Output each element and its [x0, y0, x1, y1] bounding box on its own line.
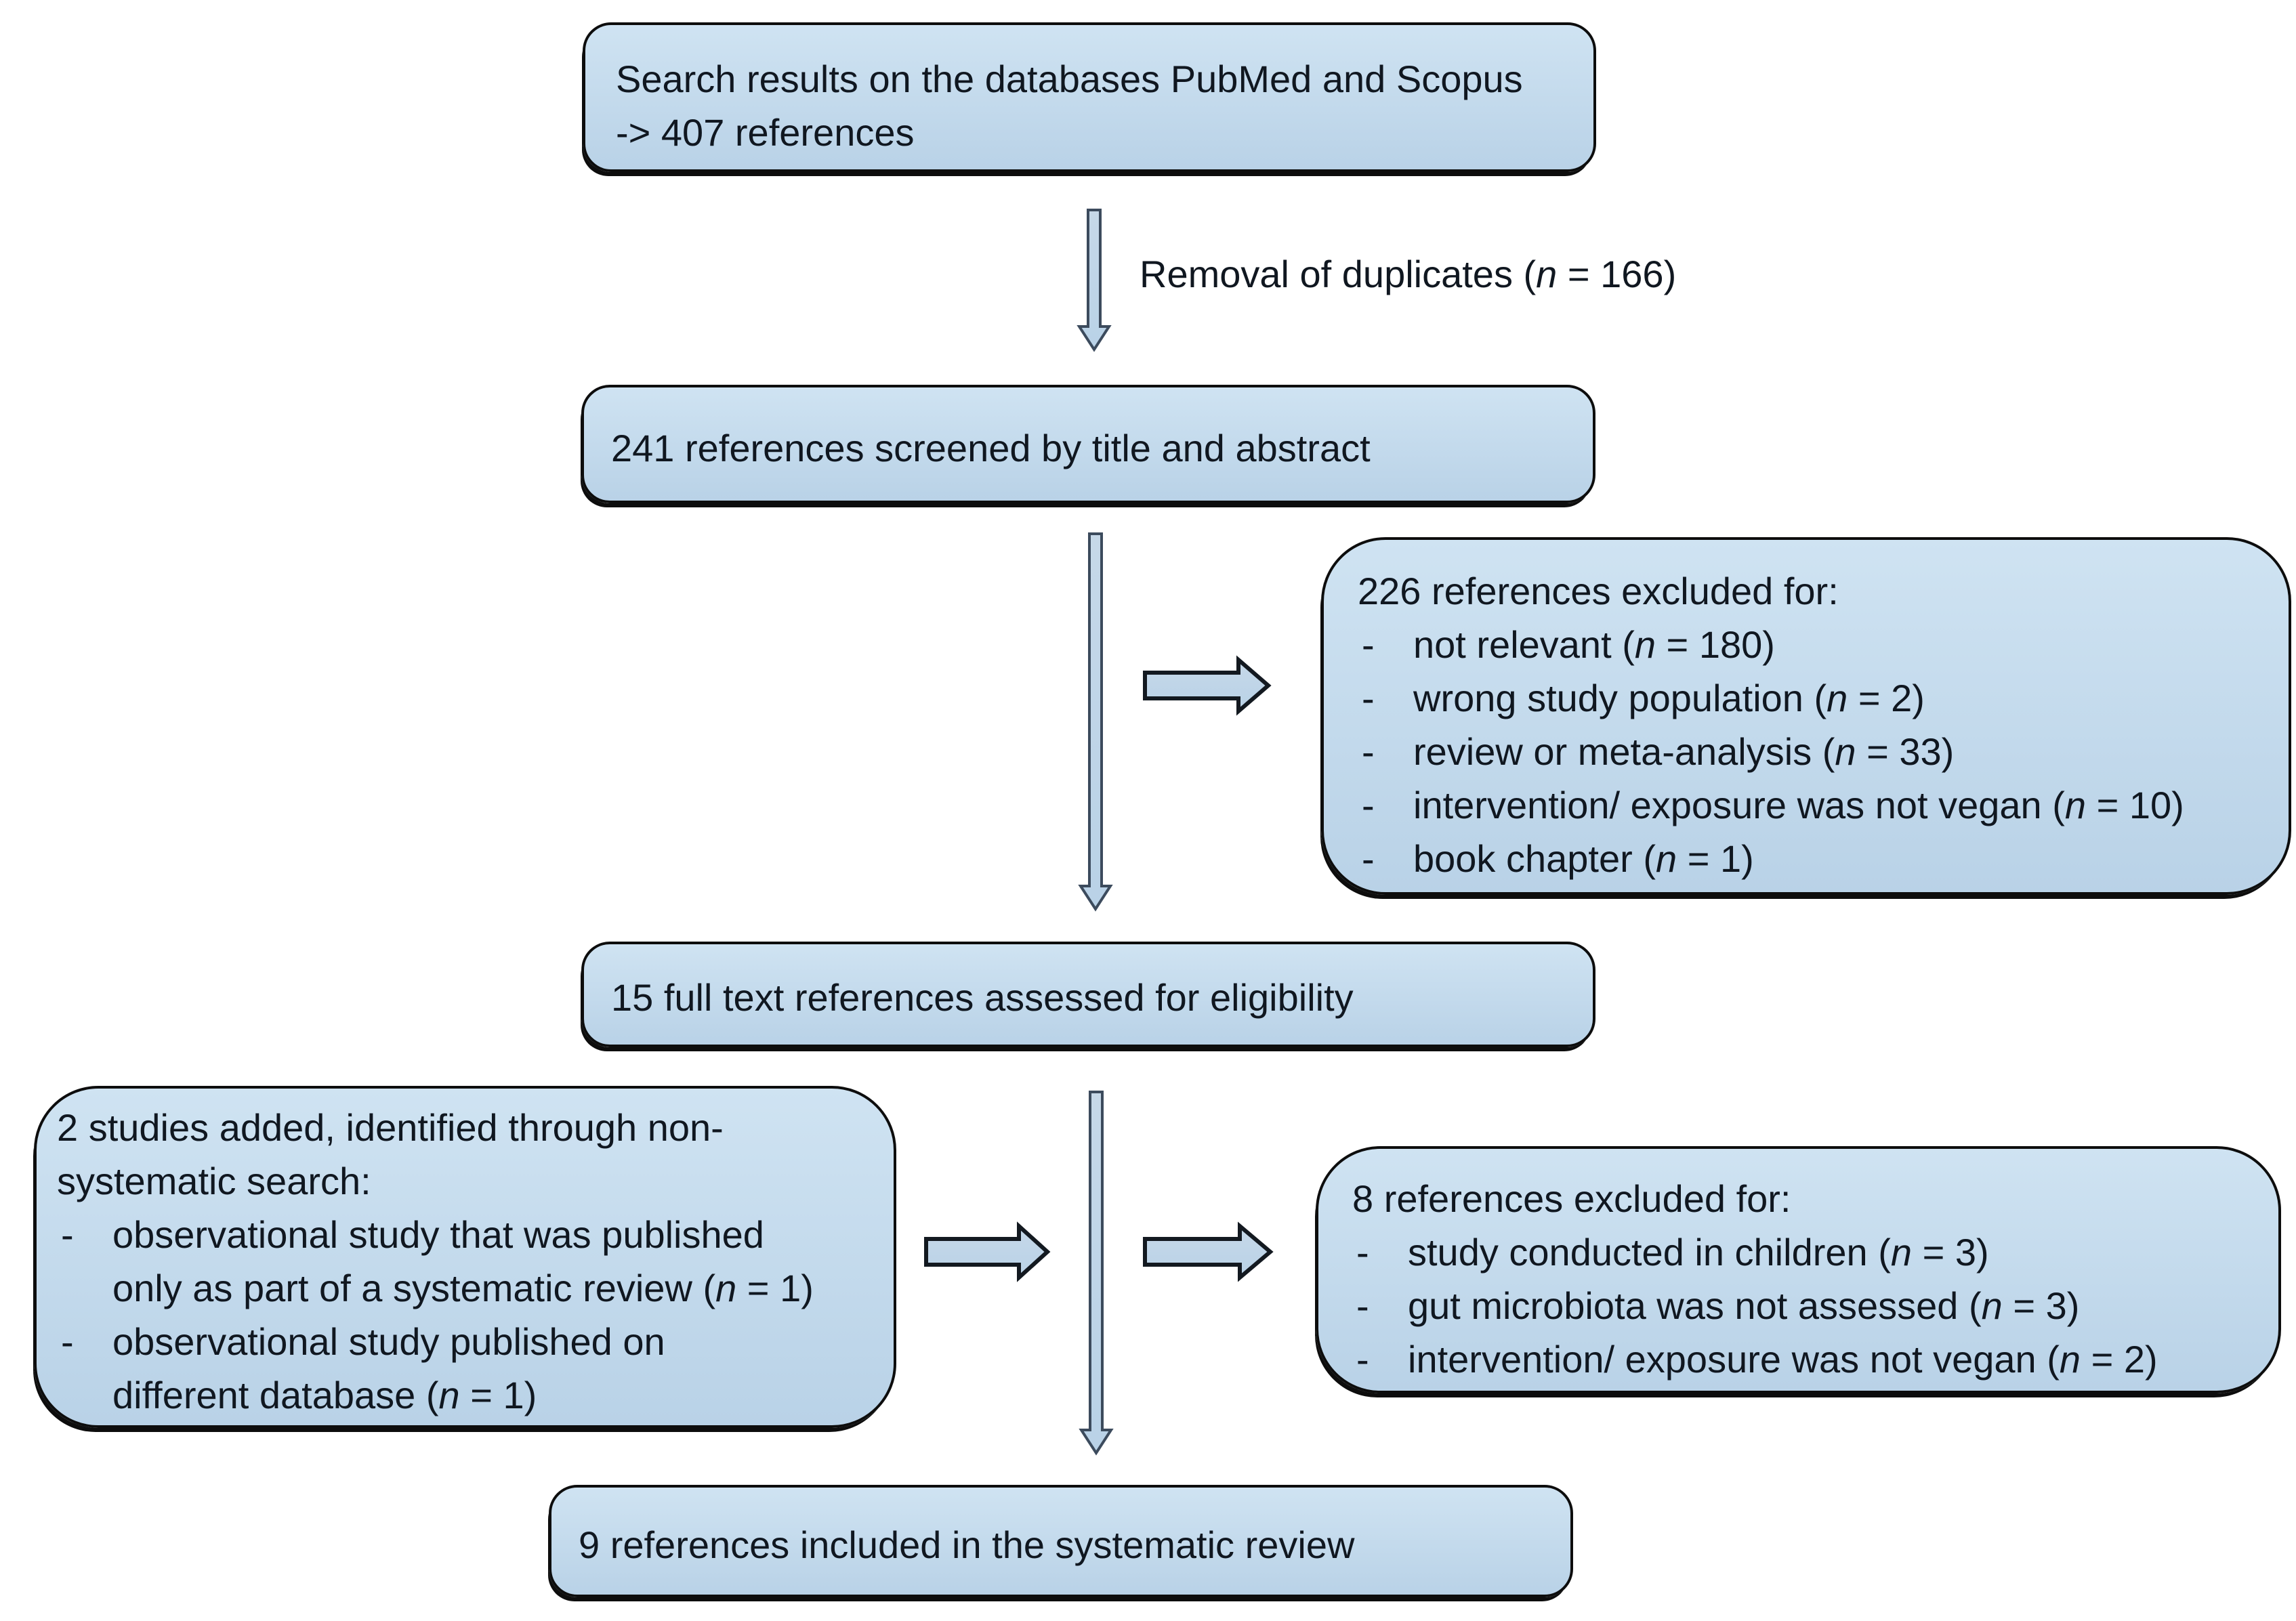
- down-arrow-inclusion: [1079, 1091, 1114, 1456]
- box-added-nonsystematic: 2 studies added, identified through non-…: [34, 1086, 896, 1428]
- added-item: observational study that was published o…: [112, 1208, 875, 1315]
- excluded-2-item: intervention/ exposure was not vegan (n …: [1408, 1338, 2158, 1381]
- added-header-line: systematic search:: [57, 1160, 371, 1202]
- excluded-1-item: not relevant (n = 180): [1413, 623, 1775, 666]
- excluded-1-item: book chapter (n = 1): [1413, 837, 1754, 880]
- excluded-2-item: gut microbiota was not assessed (n = 3): [1408, 1284, 2080, 1327]
- excluded-1-item: intervention/ exposure was not vegan (n …: [1413, 784, 2184, 826]
- excluded-2-header: 8 references excluded for:: [1352, 1177, 1791, 1220]
- excluded-2-item: study conducted in children (n = 3): [1408, 1231, 1989, 1273]
- search-results-line: Search results on the databases PubMed a…: [616, 58, 1523, 100]
- added-item: observational study published on differe…: [112, 1315, 875, 1422]
- excluded-1-item: review or meta-analysis (n = 33): [1413, 730, 1955, 773]
- down-arrow-screening: [1078, 532, 1113, 912]
- excluded-1-item: wrong study population (n = 2): [1413, 677, 1925, 719]
- fulltext-text: 15 full text references assessed for eli…: [611, 975, 1354, 1019]
- box-screened: 241 references screened by title and abs…: [581, 385, 1595, 503]
- bullet-item: - observational study that was published…: [57, 1208, 875, 1315]
- search-results-count: -> 407 references: [616, 111, 915, 154]
- bullet-dash: -: [1362, 837, 1375, 880]
- right-arrow-added: [924, 1221, 1051, 1282]
- box-fulltext-eligibility: 15 full text references assessed for eli…: [581, 942, 1595, 1047]
- bullet-item: - gut microbiota was not assessed (n = 3…: [1352, 1279, 2258, 1332]
- bullet-dash: -: [1362, 730, 1375, 773]
- bullet-dash: -: [1362, 677, 1375, 719]
- bullet-item: - not relevant (n = 180): [1358, 618, 2268, 671]
- bullet-dash: -: [1356, 1338, 1369, 1381]
- box-excluded-fulltext: 8 references excluded for: - study condu…: [1316, 1146, 2281, 1393]
- bullet-item: - intervention/ exposure was not vegan (…: [1358, 778, 2268, 832]
- bullet-dash: -: [61, 1213, 74, 1256]
- bullet-item: - book chapter (n = 1): [1358, 832, 2268, 885]
- down-arrow-duplicates: [1077, 209, 1112, 352]
- right-arrow-exclusion-2: [1143, 1221, 1274, 1282]
- bullet-dash: -: [1362, 784, 1375, 826]
- added-item-line: only as part of a systematic review (n =…: [112, 1267, 814, 1309]
- bullet-dash: -: [1356, 1231, 1369, 1273]
- box-included: 9 references included in the systematic …: [549, 1485, 1573, 1597]
- added-item-line: observational study published on: [112, 1320, 665, 1363]
- added-item-line: observational study that was published: [112, 1213, 764, 1256]
- box-search-results: Search results on the databases PubMed a…: [583, 22, 1596, 172]
- bullet-item: - observational study published on diffe…: [57, 1315, 875, 1422]
- added-item-line: different database (n = 1): [112, 1374, 537, 1416]
- bullet-item: - wrong study population (n = 2): [1358, 671, 2268, 725]
- bullet-dash: -: [1356, 1284, 1369, 1327]
- excluded-1-header: 226 references excluded for:: [1358, 570, 1839, 612]
- bullet-item: - intervention/ exposure was not vegan (…: [1352, 1332, 2258, 1386]
- added-header-line: 2 studies added, identified through non-: [57, 1106, 724, 1149]
- screened-text: 241 references screened by title and abs…: [611, 427, 1371, 469]
- bullet-dash: -: [1362, 623, 1375, 666]
- right-arrow-exclusion-1: [1143, 655, 1272, 716]
- bullet-item: - study conducted in children (n = 3): [1352, 1225, 2258, 1279]
- included-text: 9 references included in the systematic …: [579, 1523, 1355, 1566]
- bullet-item: - review or meta-analysis (n = 33): [1358, 725, 2268, 778]
- arrow-label-removal-duplicates: Removal of duplicates (n = 166): [1140, 253, 1677, 295]
- box-excluded-title-abstract: 226 references excluded for: - not relev…: [1321, 537, 2291, 895]
- bullet-dash: -: [61, 1320, 74, 1363]
